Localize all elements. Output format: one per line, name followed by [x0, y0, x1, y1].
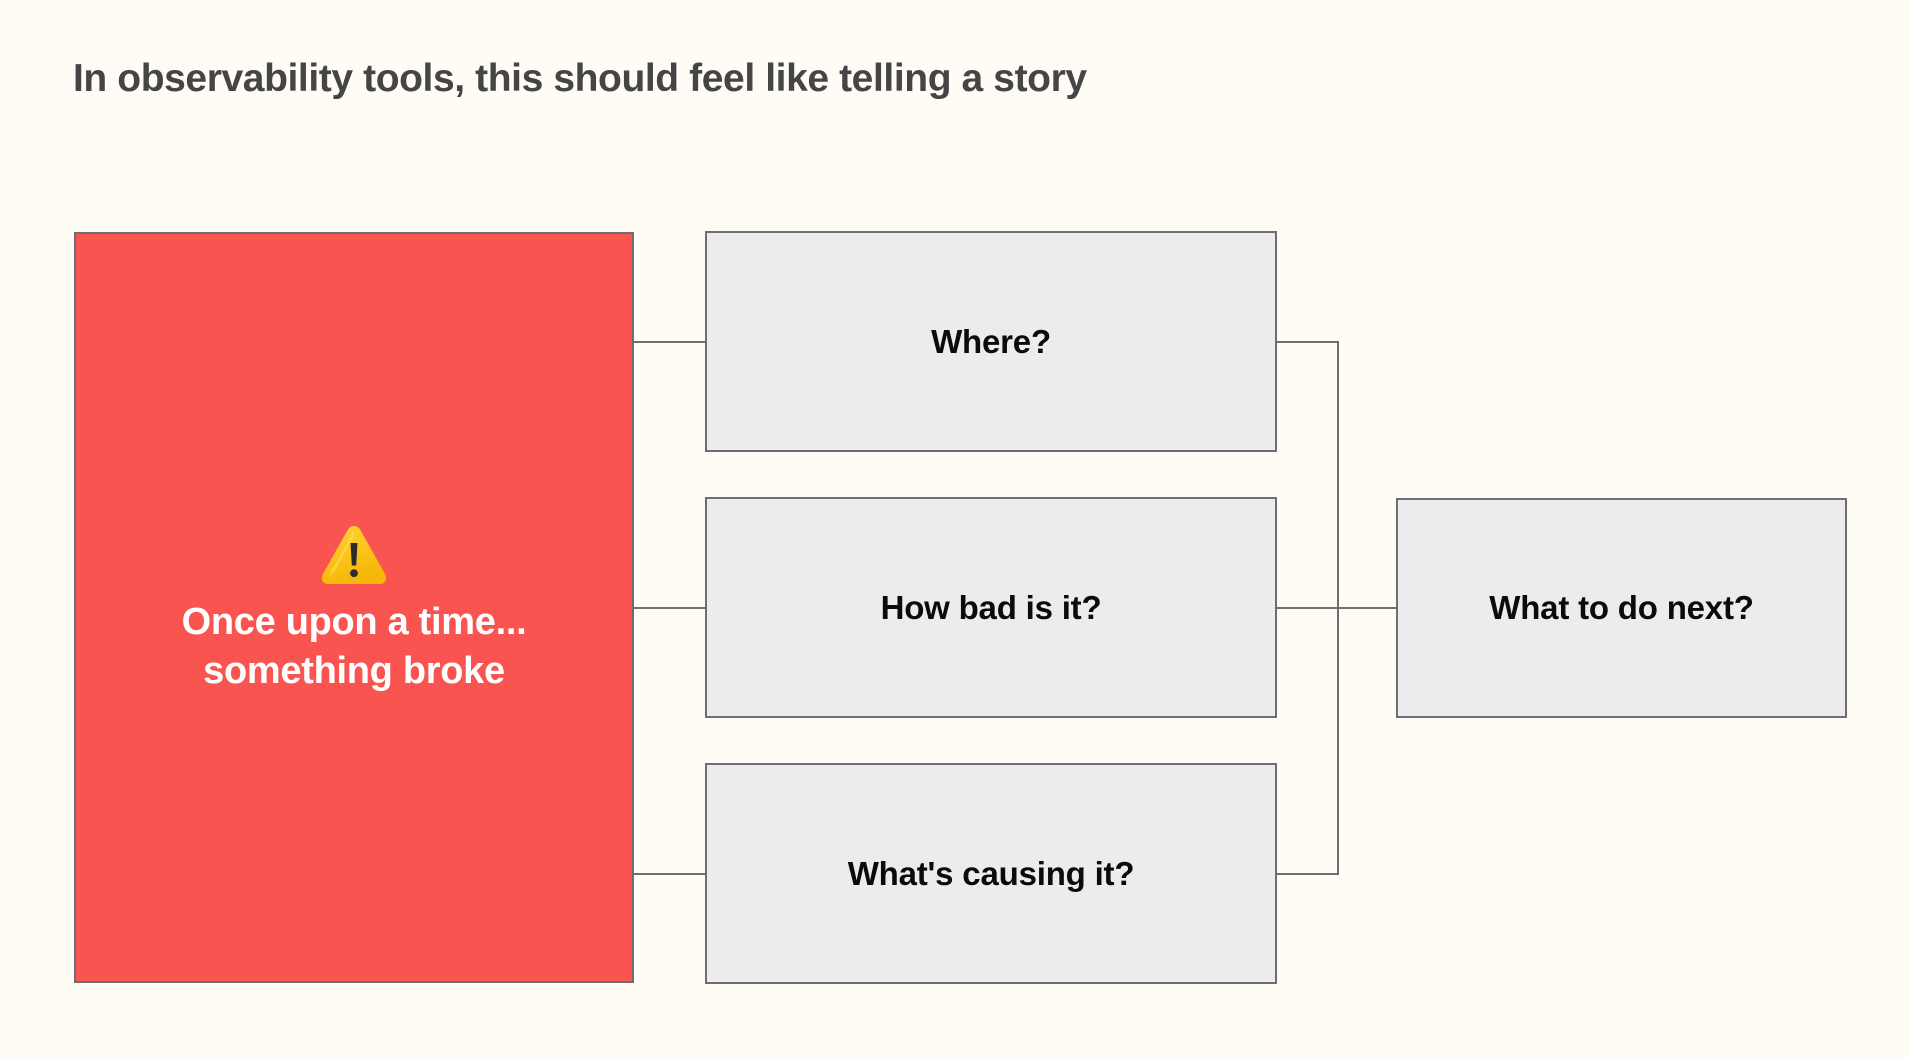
page-title: In observability tools, this should feel…: [73, 57, 1087, 100]
node-incident-label-line2: something broke: [203, 649, 505, 692]
node-what-next-label: What to do next?: [1489, 589, 1754, 627]
node-incident-label: Once upon a time... something broke: [164, 598, 545, 695]
node-where-label: Where?: [931, 322, 1051, 360]
node-incident-label-line1: Once upon a time...: [181, 600, 527, 643]
node-where[interactable]: Where?: [705, 231, 1277, 452]
node-how-bad[interactable]: How bad is it?: [705, 497, 1277, 718]
node-whats-causing[interactable]: What's causing it?: [705, 763, 1277, 984]
node-what-next[interactable]: What to do next?: [1396, 498, 1847, 718]
node-whats-causing-label: What's causing it?: [847, 854, 1135, 892]
edge-where-to-what-next: [1277, 341, 1339, 608]
edge-whats-causing-to-what-next: [1277, 608, 1339, 875]
warning-triangle-icon: [321, 525, 387, 584]
node-incident[interactable]: Once upon a time... something broke: [74, 232, 634, 983]
node-how-bad-label: How bad is it?: [880, 588, 1102, 626]
